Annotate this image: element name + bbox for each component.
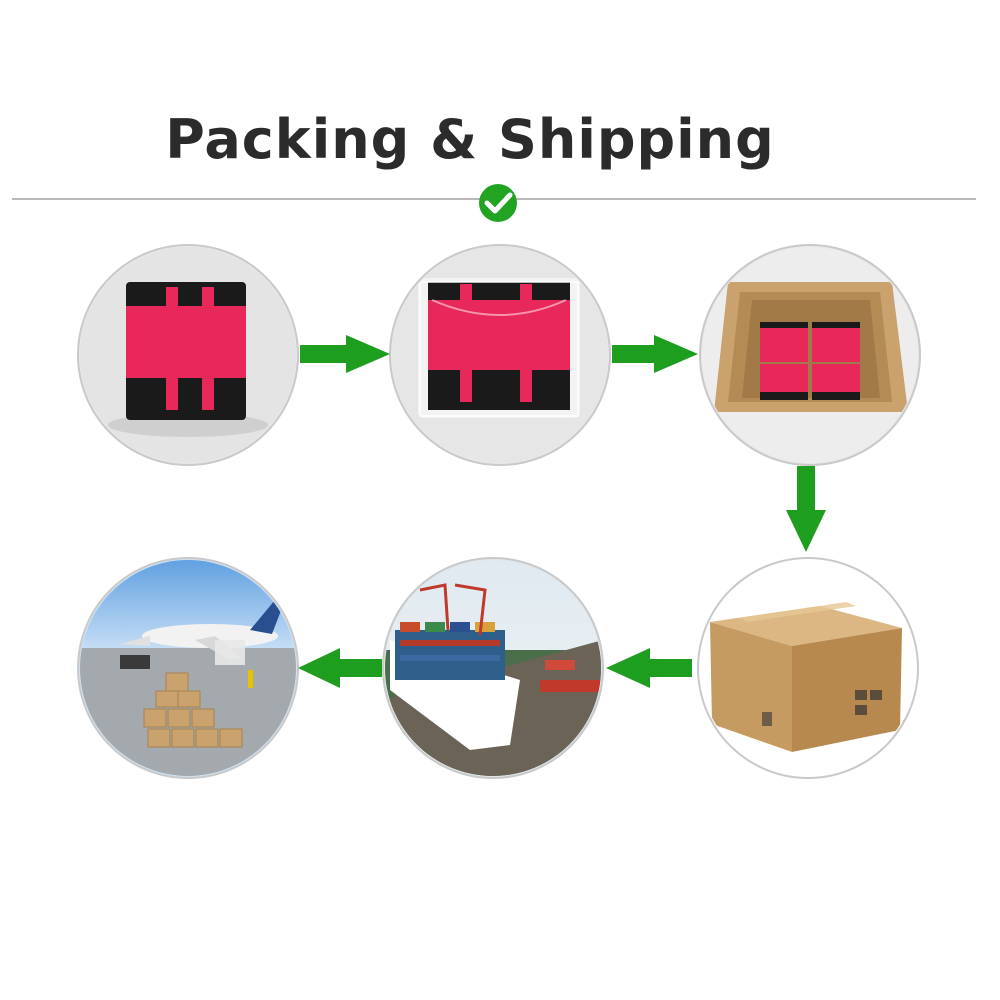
step-2-bagged: [389, 244, 611, 466]
arrow-step2-to-step3: [612, 335, 698, 373]
step-5-sea-freight: [382, 557, 604, 779]
arrow-step1-to-step2: [300, 335, 390, 373]
plastic-bag-packed-belt-icon: [392, 247, 608, 463]
arrow-step3-to-step4: [786, 466, 826, 552]
sealed-carton-box-icon: [710, 602, 902, 752]
step-6-air-freight: [77, 557, 299, 779]
arrow-step4-to-step5: [606, 648, 692, 688]
step-4-sealed-carton: [697, 557, 919, 779]
step-1-product: [77, 244, 299, 466]
page-title: Packing & Shipping: [165, 108, 775, 171]
check-circle-icon: [479, 184, 517, 222]
open-carton-with-belts-icon: [702, 247, 918, 463]
arrow-step5-to-step6: [298, 648, 382, 688]
waist-belt-product-icon: [80, 247, 296, 463]
step-3-open-carton: [699, 244, 921, 466]
